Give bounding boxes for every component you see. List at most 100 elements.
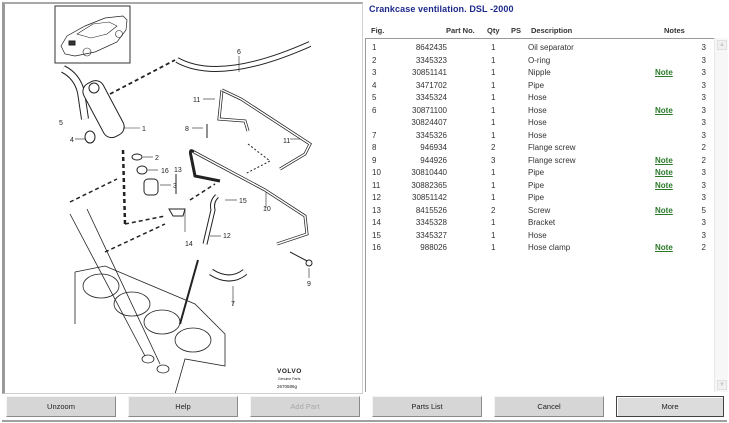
callout-1[interactable]: 1 xyxy=(142,126,146,133)
col-header-fig[interactable]: Fig. xyxy=(371,26,385,35)
callout-4[interactable]: 4 xyxy=(70,137,74,144)
description-cell: Hose xyxy=(528,130,547,140)
col-header-ps[interactable]: PS xyxy=(511,26,522,35)
fig-cell: 11 xyxy=(372,180,381,190)
parts-scrollbar[interactable]: ▲ ▼ xyxy=(714,38,728,392)
note-link[interactable]: Note xyxy=(655,180,673,190)
note-link[interactable]: Note xyxy=(655,205,673,215)
unzoom-button[interactable]: Unzoom xyxy=(6,396,116,417)
col-header-description[interactable]: Description xyxy=(531,26,573,35)
engine-block-outline xyxy=(69,208,226,393)
notes-count-cell: 3 xyxy=(701,68,706,77)
parts-list-button[interactable]: Parts List xyxy=(372,396,482,417)
callout-5[interactable]: 5 xyxy=(59,120,63,127)
description-cell: Screw xyxy=(528,205,551,215)
callout-9[interactable]: 9 xyxy=(307,281,311,288)
callout-8[interactable]: 8 xyxy=(185,126,189,133)
part-number-cell: 988026 xyxy=(420,243,447,252)
fig-cell: 5 xyxy=(372,93,377,102)
qty-cell: 1 xyxy=(491,243,496,252)
scroll-down-arrow-icon[interactable]: ▼ xyxy=(717,380,727,390)
notes-count-cell: 2 xyxy=(701,143,706,152)
col-header-qty[interactable]: Qty xyxy=(487,26,500,35)
qty-cell: 1 xyxy=(491,230,496,240)
fig-cell: 16 xyxy=(372,243,381,252)
callout-12[interactable]: 12 xyxy=(223,233,231,240)
col-header-part-no[interactable]: Part No. xyxy=(446,26,475,35)
note-link[interactable]: Note xyxy=(655,68,673,77)
note-link[interactable]: Note xyxy=(655,243,673,252)
volvo-logo: VOLVO xyxy=(277,368,302,375)
part-number-cell: 30810440 xyxy=(411,168,447,177)
callout-2[interactable]: 2 xyxy=(155,155,159,162)
part-number-cell: 30824407 xyxy=(411,118,447,127)
exploded-diagram-panel[interactable]: 6 1 5 4 2 16 3 13 14 15 12 10 11 11 8 7 … xyxy=(2,2,363,394)
notes-count-cell: 3 xyxy=(701,230,706,240)
note-link[interactable]: Note xyxy=(655,105,673,115)
notes-count-cell: 3 xyxy=(701,168,706,177)
callout-16[interactable]: 16 xyxy=(161,168,169,175)
notes-count-cell: 3 xyxy=(701,43,706,52)
qty-cell: 1 xyxy=(491,180,496,190)
scroll-up-arrow-icon[interactable]: ▲ xyxy=(717,40,727,50)
callout-15[interactable]: 15 xyxy=(239,198,247,205)
fig-cell: 15 xyxy=(372,230,381,240)
cancel-button[interactable]: Cancel xyxy=(494,396,604,417)
fig-cell: 9 xyxy=(372,155,377,165)
part-number-cell: 3471702 xyxy=(415,80,447,90)
exploded-diagram[interactable]: 6 1 5 4 2 16 3 13 14 15 12 10 11 11 8 7 … xyxy=(5,4,363,394)
notes-count-cell: 3 xyxy=(701,193,706,202)
callout-13[interactable]: 13 xyxy=(174,167,182,174)
callout-3[interactable]: 3 xyxy=(173,183,177,190)
callout-10[interactable]: 10 xyxy=(263,206,271,213)
fig-cell: 3 xyxy=(372,68,377,77)
help-button[interactable]: Help xyxy=(128,396,238,417)
callout-14[interactable]: 14 xyxy=(185,241,193,248)
note-link[interactable]: Note xyxy=(655,155,673,165)
col-header-notes[interactable]: Notes xyxy=(664,26,685,35)
description-cell: Nipple xyxy=(528,68,551,77)
callout-11a[interactable]: 11 xyxy=(193,97,200,104)
callout-7[interactable]: 7 xyxy=(231,301,235,308)
description-cell: O-ring xyxy=(528,55,551,65)
callout-11b[interactable]: 11 xyxy=(283,138,290,145)
car-thumbnail xyxy=(54,5,131,64)
add-part-button[interactable]: Add Part xyxy=(250,396,360,417)
qty-cell: 1 xyxy=(491,80,496,90)
note-link[interactable]: Note xyxy=(655,168,673,177)
callout-6[interactable]: 6 xyxy=(237,49,241,56)
parts-table-header: Fig. Part No. Qty PS Description Notes xyxy=(365,26,711,36)
part-number-cell: 8642435 xyxy=(415,43,447,52)
part-number-cell: 3345327 xyxy=(415,230,447,240)
part-number-cell: 3345326 xyxy=(415,130,447,140)
description-cell: Hose xyxy=(528,118,547,127)
notes-count-cell: 3 xyxy=(701,130,706,140)
fig-cell: 6 xyxy=(372,105,377,115)
qty-cell: 2 xyxy=(491,205,496,215)
part-number-cell: 30882365 xyxy=(411,180,447,190)
button-bar: Unzoom Help Add Part Parts List Cancel M… xyxy=(0,394,729,423)
part-number-cell: 3345328 xyxy=(415,218,447,227)
more-button[interactable]: More xyxy=(616,396,724,417)
qty-cell: 1 xyxy=(491,105,496,115)
description-cell: Pipe xyxy=(528,80,545,90)
part-number-cell: 946934 xyxy=(420,143,447,152)
